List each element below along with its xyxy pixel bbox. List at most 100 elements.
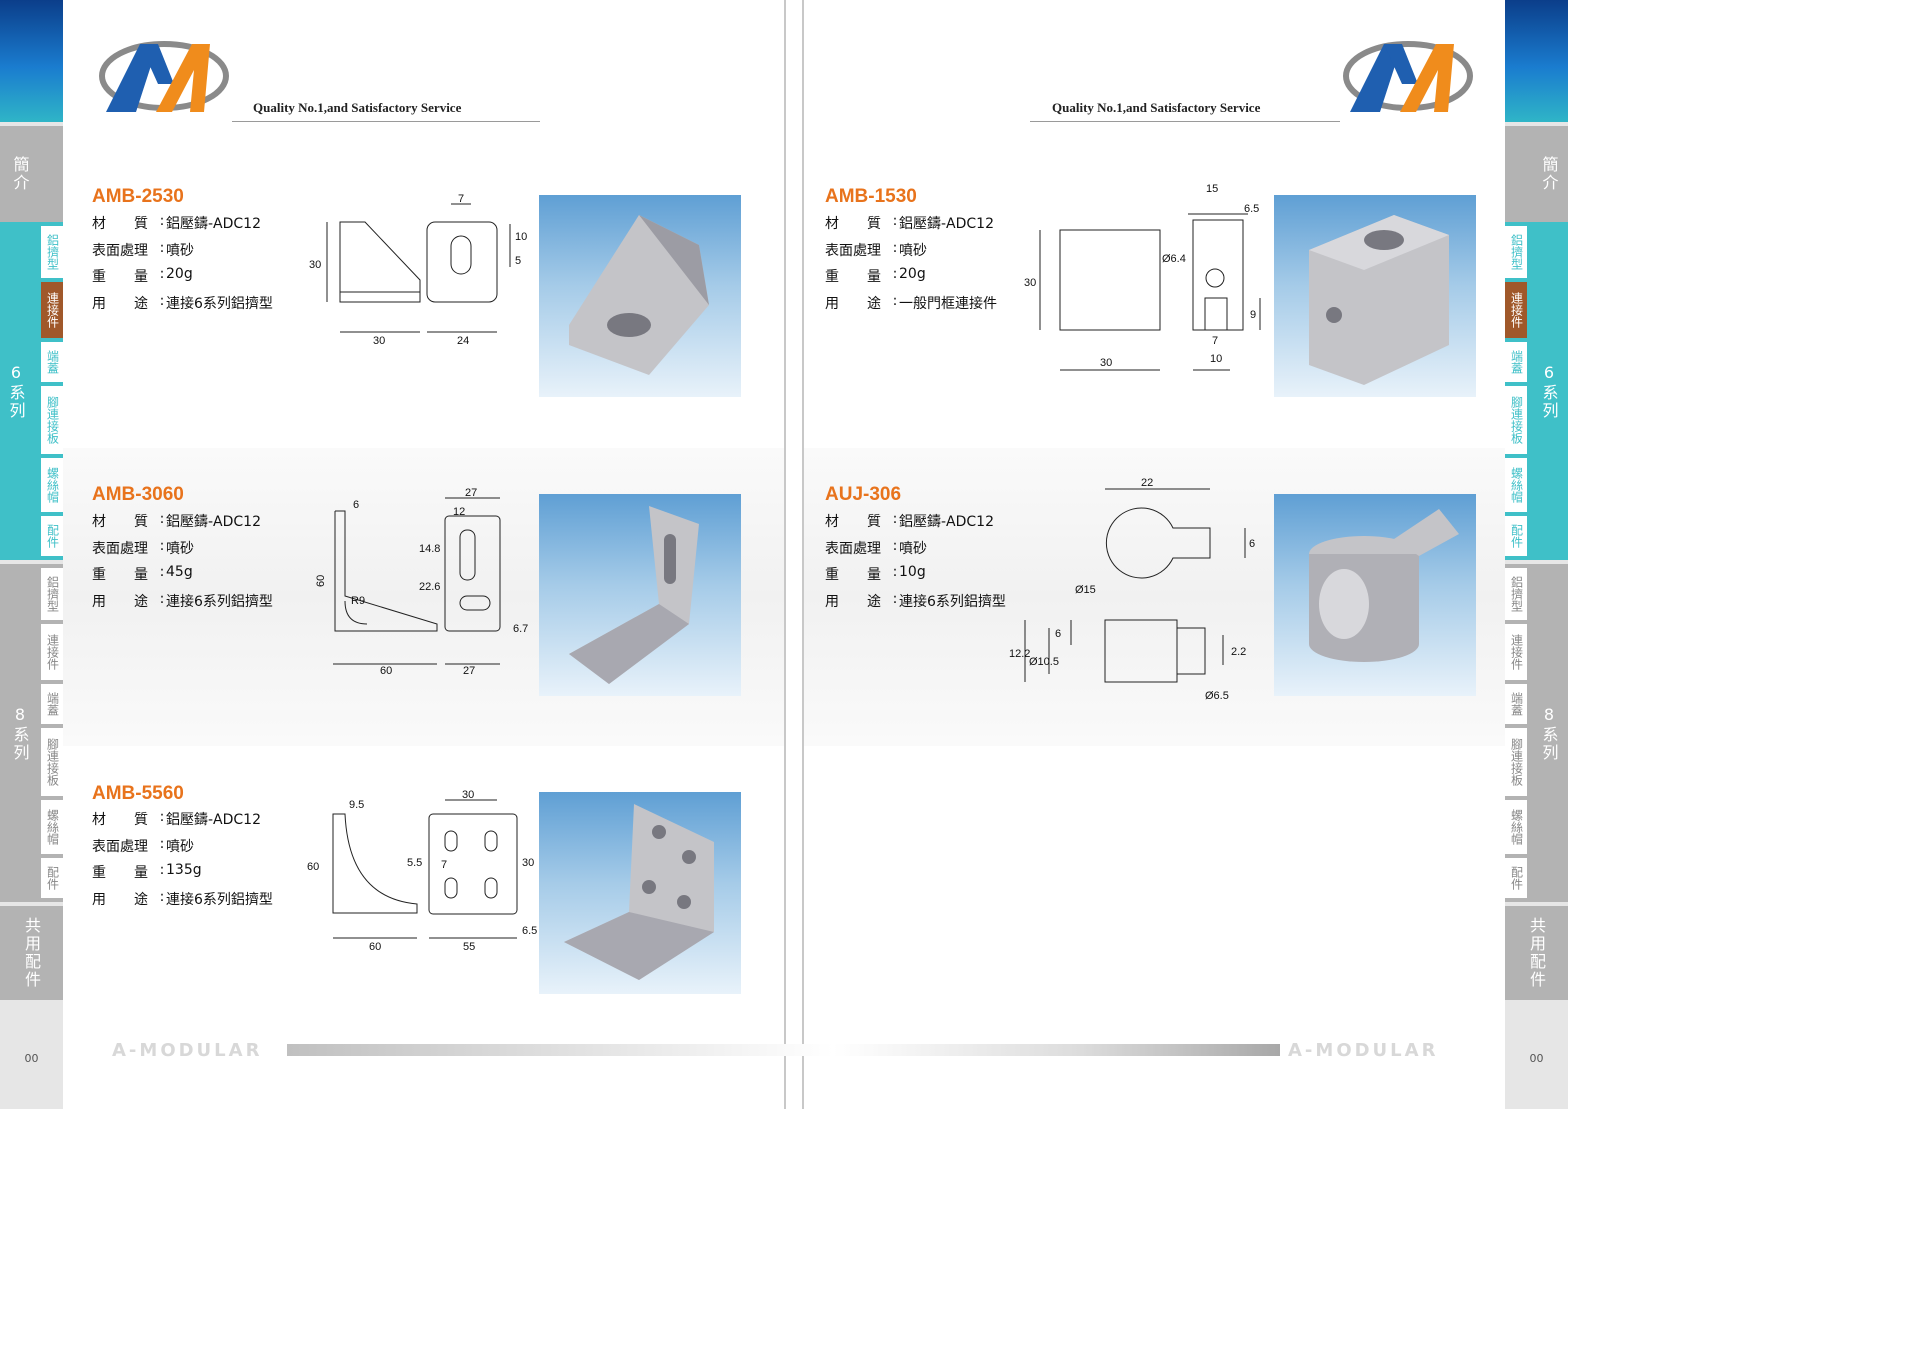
nav-tab-common[interactable]: 共用配件 — [1505, 906, 1568, 1000]
series8-item-foot-plate[interactable]: 腳連接板 — [1505, 728, 1527, 796]
dim-label: 27 — [463, 665, 475, 676]
dim-label: 30 — [522, 857, 534, 869]
spec-label: 材 質 — [825, 216, 881, 232]
side-strip-top — [1505, 0, 1568, 122]
right-side-nav: 簡介 6系列 鋁擠型 連接件 端蓋 腳連接板 螺絲帽 配件 8系列 鋁擠型 連接… — [1505, 0, 1568, 1109]
dim-label: 12 — [453, 506, 465, 518]
dim-label: 60 — [315, 575, 327, 587]
nav-tab-intro[interactable]: 簡介 — [1505, 126, 1568, 222]
dim-label: Ø15 — [1075, 584, 1096, 596]
nav-tab-series8[interactable]: 8系列 鋁擠型 連接件 端蓋 腳連接板 螺絲帽 配件 — [0, 564, 63, 902]
spec-label: 重 量 — [92, 865, 148, 881]
spec-surface: 噴砂 — [899, 540, 927, 557]
series8-item-endcap[interactable]: 端蓋 — [41, 684, 63, 724]
dim-label: 24 — [457, 335, 469, 347]
series8-item-extrusion[interactable]: 鋁擠型 — [41, 568, 63, 620]
dim-label: 6.5 — [1244, 203, 1259, 215]
dim-label: 6.7 — [513, 623, 528, 635]
spec-surface: 噴砂 — [899, 242, 927, 259]
spec-label: 材 質 — [92, 216, 148, 232]
dim-label: 12.2 — [1009, 648, 1030, 660]
dim-label: 60 — [369, 941, 381, 953]
series6-item-nut[interactable]: 螺絲帽 — [41, 458, 63, 512]
series6-item-extrusion[interactable]: 鋁擠型 — [41, 226, 63, 278]
dim-label: 7 — [441, 859, 447, 871]
dim-label: 60 — [307, 861, 319, 873]
spec-weight: 135g — [166, 862, 202, 878]
series8-label: 8系列 — [10, 704, 30, 762]
series6-item-connector[interactable]: 連接件 — [41, 282, 63, 338]
dim-label: 7 — [1212, 335, 1218, 347]
spec-usage: 連接6系列鋁擠型 — [166, 593, 273, 610]
spec-label: 重 量 — [825, 567, 881, 583]
dim-label: 30 — [462, 789, 474, 801]
series8-item-endcap[interactable]: 端蓋 — [1505, 684, 1527, 724]
technical-drawing-amb-3060: 6 60 R9 60 27 27 12 14.8 22.6 6.7 — [315, 487, 528, 676]
dim-label: 6.5 — [522, 925, 537, 937]
product-photo-amb-2530 — [539, 195, 741, 397]
spec-label: 重 量 — [92, 269, 148, 285]
dim-label: 60 — [380, 665, 392, 676]
dim-label: 9.5 — [349, 799, 364, 811]
spec-label: 用 途 — [92, 593, 148, 610]
product-name: AMB-5560 — [92, 783, 184, 804]
series8-item-connector[interactable]: 連接件 — [1505, 624, 1527, 680]
spec-surface: 噴砂 — [166, 838, 194, 855]
series6-item-nut[interactable]: 螺絲帽 — [1505, 458, 1527, 512]
header-rule-right — [1030, 121, 1340, 122]
spec-label: 表面處理 — [92, 242, 148, 259]
spec-surface: 噴砂 — [166, 540, 194, 557]
page-number-right: 00 — [1529, 1052, 1544, 1065]
technical-drawing-amb-1530: 15 6.5 Ø6.4 30 30 9 7 10 — [1024, 183, 1261, 371]
spec-label: 表面處理 — [92, 838, 148, 855]
dim-label: 10 — [1210, 353, 1222, 365]
spec-material: 鋁壓鑄-ADC12 — [166, 514, 261, 530]
series6-item-accessory[interactable]: 配件 — [1505, 516, 1527, 556]
spec-label: 表面處理 — [825, 540, 881, 557]
nav-tab-series8[interactable]: 8系列 鋁擠型 連接件 端蓋 腳連接板 螺絲帽 配件 — [1505, 564, 1568, 902]
series6-item-foot-plate[interactable]: 腳連接板 — [1505, 386, 1527, 454]
series8-item-extrusion[interactable]: 鋁擠型 — [1505, 568, 1527, 620]
header-rule-left — [232, 121, 540, 122]
technical-drawing-amb-5560: 9.5 60 60 55 30 5.5 7 30 6.5 — [307, 789, 537, 953]
series8-item-accessory[interactable]: 配件 — [41, 858, 63, 898]
dim-label: Ø6.4 — [1162, 253, 1186, 265]
product-photo-auj-306 — [1274, 494, 1476, 696]
brand-logo-left — [99, 41, 229, 112]
dim-label: R9 — [351, 595, 365, 607]
spec-surface: 噴砂 — [166, 242, 194, 259]
dim-label: 55 — [463, 941, 475, 953]
series6-item-foot-plate[interactable]: 腳連接板 — [41, 386, 63, 454]
series6-item-endcap[interactable]: 端蓋 — [1505, 342, 1527, 382]
series8-item-connector[interactable]: 連接件 — [41, 624, 63, 680]
series6-item-connector[interactable]: 連接件 — [1505, 282, 1527, 338]
spec-label: 用 途 — [825, 295, 881, 312]
nav-tab-intro[interactable]: 簡介 — [0, 126, 63, 222]
page-number-left-box: 00 — [0, 1002, 63, 1109]
product-name: AMB-2530 — [92, 186, 184, 207]
product-photo-amb-3060 — [539, 494, 741, 696]
series8-item-nut[interactable]: 螺絲帽 — [41, 800, 63, 854]
spec-label: 用 途 — [92, 295, 148, 312]
footer-brand-right: A-MODULAR — [1288, 1040, 1439, 1061]
product-specs: 材 質:鋁壓鑄-ADC12 表面處理:噴砂 重 量:10g 用 途:連接6系列鋁… — [825, 511, 1006, 617]
dim-label: 30 — [1100, 357, 1112, 369]
nav-tab-common[interactable]: 共用配件 — [0, 906, 63, 1000]
nav-tab-series6[interactable]: 6系列 鋁擠型 連接件 端蓋 腳連接板 螺絲帽 配件 — [1505, 222, 1568, 560]
dim-label: 22 — [1141, 477, 1153, 489]
product-name: AUJ-306 — [825, 484, 902, 505]
series8-item-accessory[interactable]: 配件 — [1505, 858, 1527, 898]
series6-item-accessory[interactable]: 配件 — [41, 516, 63, 556]
series8-item-nut[interactable]: 螺絲帽 — [1505, 800, 1527, 854]
left-side-nav: 簡介 6系列 鋁擠型 連接件 端蓋 腳連接板 螺絲帽 配件 8系列 鋁擠型 連接… — [0, 0, 63, 1109]
nav-tab-series6[interactable]: 6系列 鋁擠型 連接件 端蓋 腳連接板 螺絲帽 配件 — [0, 222, 63, 560]
series6-item-extrusion[interactable]: 鋁擠型 — [1505, 226, 1527, 278]
dim-label: 15 — [1206, 183, 1218, 195]
dim-label: 30 — [309, 259, 321, 271]
dim-label: Ø10.5 — [1029, 656, 1059, 668]
series8-item-foot-plate[interactable]: 腳連接板 — [41, 728, 63, 796]
footer-brand-left: A-MODULAR — [112, 1040, 263, 1061]
series6-label: 6系列 — [6, 362, 26, 420]
header-tagline-right: Quality No.1,and Satisfactory Service — [1052, 100, 1261, 115]
series6-item-endcap[interactable]: 端蓋 — [41, 342, 63, 382]
